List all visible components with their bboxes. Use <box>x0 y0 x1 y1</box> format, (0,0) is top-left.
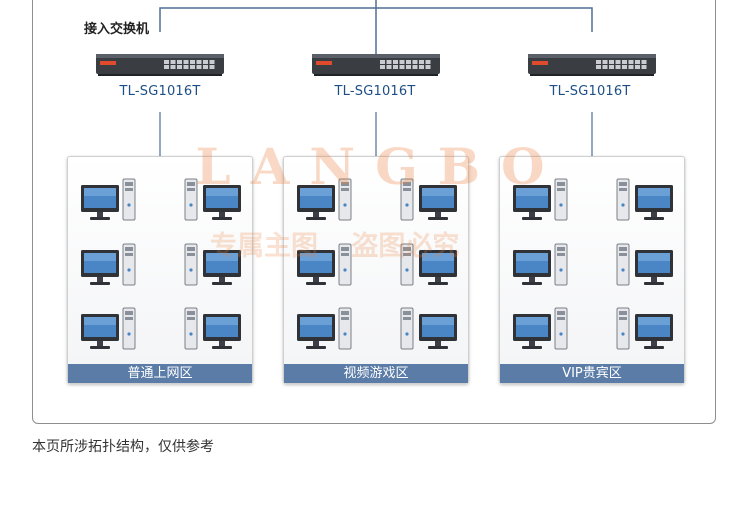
zone-label: 普通上网区 <box>68 364 252 383</box>
switch-icon <box>96 54 224 76</box>
computer-icon <box>81 307 136 350</box>
computer-icon <box>513 307 568 350</box>
computer-icon <box>400 307 457 350</box>
computer-icon <box>297 243 352 286</box>
computer-icon <box>400 243 457 286</box>
switch-icon <box>528 54 656 76</box>
topology-frame <box>32 0 716 424</box>
footnote-caption: 本页所涉拓扑结构，仅供参考 <box>32 439 214 455</box>
zone-label: VIP贵宾区 <box>500 364 684 383</box>
switch-model-label: TL-SG1016T <box>119 84 201 99</box>
computer-icon <box>616 178 673 221</box>
computer-icon <box>297 178 352 221</box>
switch-model-label: TL-SG1016T <box>334 84 416 99</box>
computer-icon <box>616 243 673 286</box>
computer-icon <box>184 178 241 221</box>
computer-icon <box>81 243 136 286</box>
computer-icon <box>297 307 352 350</box>
access-switch-title: 接入交换机 <box>84 22 150 37</box>
computer-icon <box>184 307 241 350</box>
computer-icon <box>81 178 136 221</box>
zone-label: 视频游戏区 <box>284 364 468 383</box>
computer-icon <box>513 178 568 221</box>
computer-icon <box>513 243 568 286</box>
computer-icon <box>184 243 241 286</box>
computer-icon <box>400 178 457 221</box>
computer-icon <box>616 307 673 350</box>
switch-model-label: TL-SG1016T <box>549 84 631 99</box>
switch-icon <box>312 54 440 76</box>
